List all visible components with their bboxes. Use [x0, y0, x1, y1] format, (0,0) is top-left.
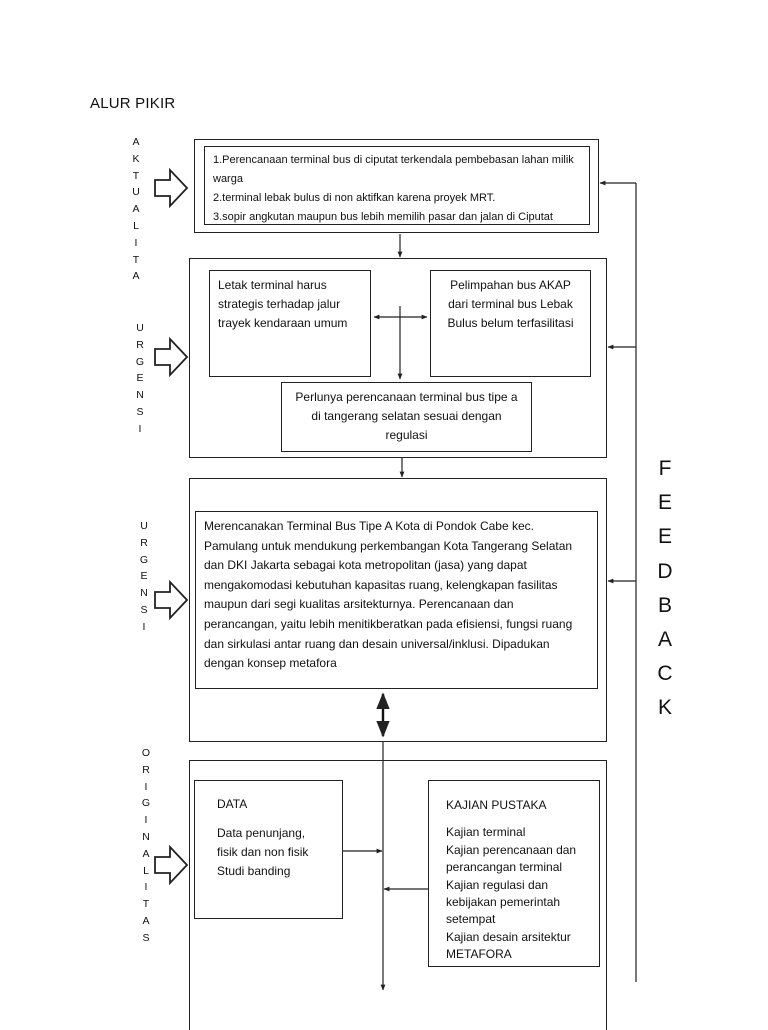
main-goal-text: Merencanakan Terminal Bus Tipe A Kota di…	[204, 519, 573, 671]
aktualita-item: 3.sopir angkutan maupun bus lebih memili…	[213, 211, 553, 223]
urgensi-frame-1	[189, 258, 607, 458]
main-goal-box: Merencanakan Terminal Bus Tipe A Kota di…	[195, 511, 598, 689]
kajian-line: Kajian desain arsitektur	[446, 929, 571, 944]
urgensi-right-text: Pelimpahan bus AKAP dari terminal bus Le…	[447, 278, 574, 330]
label-aktualita: A K T U A L I T A	[132, 136, 140, 283]
kajian-pustaka-box: KAJIAN PUSTAKA Kajian terminal Kajian pe…	[428, 780, 600, 967]
urgensi-left-box: Letak terminal harus strategis terhadap …	[209, 270, 371, 377]
aktualita-item: 2.terminal lebak bulus di non aktifkan k…	[213, 192, 496, 204]
page-title: ALUR PIKIR	[90, 95, 176, 112]
block-arrow-icon	[154, 167, 189, 209]
data-line: Data penunjang,	[217, 826, 306, 840]
kajian-line: Kajian perencanaan dan	[446, 842, 577, 857]
block-arrow-icon	[154, 336, 189, 378]
kajian-line: perancangan terminal	[446, 860, 563, 875]
kajian-line: kebijakan pemerintah	[446, 895, 561, 910]
label-urgensi-2: U R G E N S I	[139, 520, 149, 633]
aktualita-item: 1.Perencanaan terminal bus di ciputat te…	[213, 154, 574, 185]
kajian-line: setempat	[446, 912, 496, 927]
urgensi-frame-2	[189, 478, 607, 742]
label-urgensi-1: U R G E N S I	[135, 322, 145, 435]
kajian-line: METAFORA	[446, 947, 512, 962]
originalitas-frame	[189, 760, 607, 1030]
urgensi-bottom-text: Perlunya perencanaan terminal bus tipe a…	[295, 390, 518, 442]
block-arrow-icon	[154, 844, 189, 886]
block-arrow-icon	[154, 579, 189, 621]
kajian-heading: KAJIAN PUSTAKA	[446, 798, 547, 812]
data-line: fisik dan non fisik	[217, 845, 309, 859]
data-line: Studi banding	[217, 864, 291, 878]
aktualita-box: 1.Perencanaan terminal bus di ciputat te…	[204, 146, 590, 225]
urgensi-right-box: Pelimpahan bus AKAP dari terminal bus Le…	[430, 270, 591, 377]
label-originalitas: O R I G I N A L I T A S	[141, 747, 151, 944]
aktualita-frame	[194, 139, 599, 233]
kajian-line: Kajian terminal	[446, 825, 526, 840]
feedback-label: F E E D B A C K	[657, 457, 673, 720]
data-heading: DATA	[217, 797, 248, 811]
urgensi-bottom-box: Perlunya perencanaan terminal bus tipe a…	[281, 382, 532, 452]
data-box: DATA Data penunjang, fisik dan non fisik…	[194, 780, 343, 919]
kajian-line: Kajian regulasi dan	[446, 877, 549, 892]
urgensi-left-text: Letak terminal harus strategis terhadap …	[218, 278, 348, 330]
